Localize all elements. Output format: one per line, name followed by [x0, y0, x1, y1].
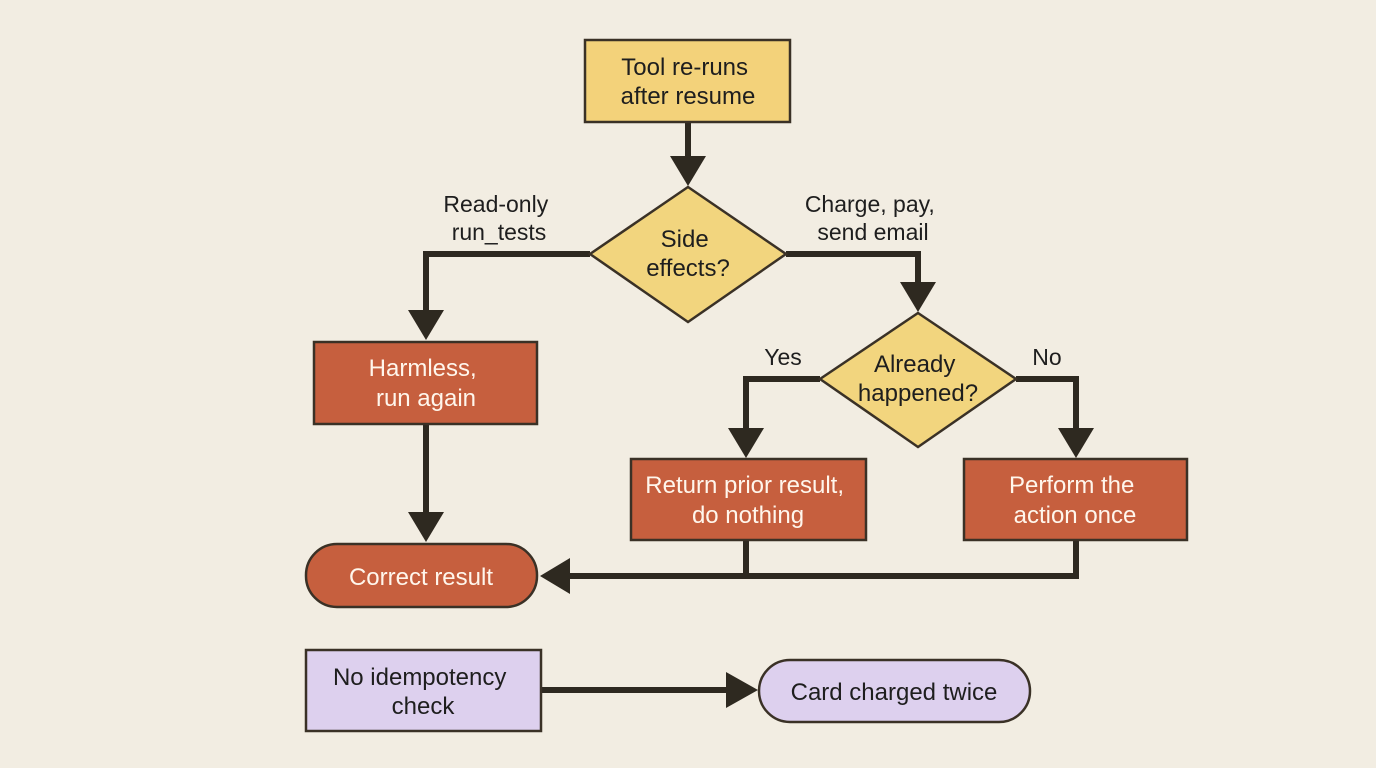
- edge-label-charge: Charge, pay, send email: [805, 191, 941, 245]
- node-charged-twice: Card charged twice: [757, 658, 1032, 724]
- correct-line-1: Correct result: [349, 564, 493, 591]
- no-line-1: No: [1032, 344, 1061, 370]
- arrow-head: [900, 282, 936, 312]
- arrow-head: [1058, 428, 1094, 458]
- edge-perform-to-correct: [566, 540, 1079, 579]
- arrow-head: [540, 558, 570, 594]
- return-prior-line-2: do nothing: [692, 502, 804, 529]
- side-effects-diamond: [587, 185, 789, 324]
- node-side-effects: Side effects?: [587, 185, 789, 324]
- harmless-label: Harmless, run again: [369, 355, 484, 412]
- node-start: Tool re-runs after resume: [583, 38, 792, 124]
- edge-label-yes: Yes: [764, 344, 802, 370]
- no-check-line-1: No idempotency: [333, 664, 506, 691]
- node-no-check: No idempotency check: [304, 648, 543, 733]
- node-return-prior: Return prior result, do nothing: [629, 457, 868, 542]
- edge-read-only: [423, 251, 590, 318]
- already-diamond: [817, 311, 1019, 449]
- side-effects-line-2: effects?: [646, 255, 730, 282]
- node-harmless: Harmless, run again: [312, 340, 539, 426]
- start-box: [583, 38, 792, 124]
- yes-line-1: Yes: [764, 344, 802, 370]
- node-perform: Perform the action once: [962, 457, 1189, 542]
- already-line-1: Already: [874, 351, 955, 378]
- correct-pill: [304, 542, 539, 609]
- perform-line-1: Perform the: [1009, 472, 1134, 499]
- arrow-head: [408, 512, 444, 542]
- arrow-head: [408, 310, 444, 340]
- start-label: Tool re-runs after resume: [621, 54, 756, 110]
- perform-box: [962, 457, 1189, 542]
- perform-label: Perform the action once: [1009, 472, 1141, 529]
- charge-line-1: Charge, pay,: [805, 191, 935, 217]
- perform-line-2: action once: [1014, 502, 1137, 529]
- read-only-line-1: Read-only: [443, 191, 548, 217]
- harmless-line-2: run again: [376, 385, 476, 412]
- already-label: Already happened?: [858, 351, 978, 407]
- start-line-1: Tool re-runs: [621, 54, 748, 81]
- no-check-label: No idempotency check: [333, 664, 513, 720]
- side-effects-label: Side effects?: [646, 226, 730, 282]
- start-line-2: after resume: [621, 83, 756, 110]
- edge-label-read-only: Read-only run_tests: [443, 191, 554, 245]
- read-only-line-2: run_tests: [452, 219, 547, 245]
- correct-label: Correct result: [349, 564, 493, 591]
- node-already: Already happened?: [817, 311, 1019, 449]
- charged-twice-line-1: Card charged twice: [791, 679, 998, 706]
- return-prior-line-1: Return prior result,: [645, 472, 844, 499]
- edges: [408, 122, 1094, 708]
- side-effects-line-1: Side: [661, 226, 709, 253]
- charged-twice-pill: [757, 658, 1032, 724]
- arrow-head: [726, 672, 758, 708]
- edge-label-no: No: [1032, 344, 1061, 370]
- edge-charge: [786, 251, 921, 290]
- harmless-line-1: Harmless,: [369, 355, 477, 382]
- no-check-line-2: check: [392, 693, 456, 720]
- charge-line-2: send email: [817, 219, 928, 245]
- arrow-head: [670, 156, 706, 186]
- edge-no: [1016, 376, 1079, 436]
- already-line-2: happened?: [858, 380, 978, 407]
- return-prior-label: Return prior result, do nothing: [645, 472, 850, 529]
- harmless-box: [312, 340, 539, 426]
- edge-yes: [743, 376, 820, 436]
- charged-twice-label: Card charged twice: [791, 679, 998, 706]
- no-check-box: [304, 648, 543, 733]
- return-prior-box: [629, 457, 868, 542]
- arrow-head: [728, 428, 764, 458]
- node-correct: Correct result: [304, 542, 539, 609]
